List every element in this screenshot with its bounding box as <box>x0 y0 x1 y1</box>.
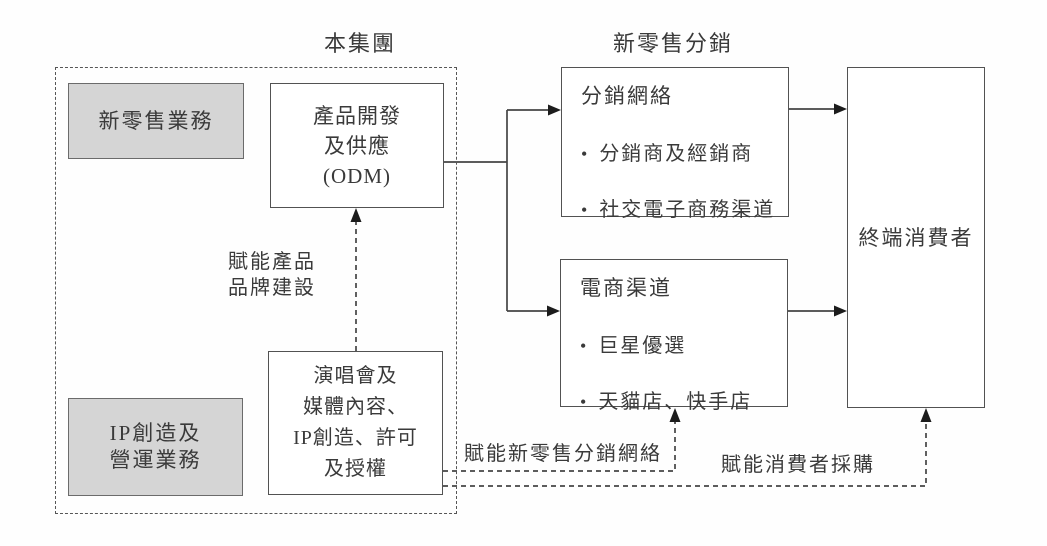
odm-box-line-1: 產品開發 <box>313 103 401 128</box>
list-item: • 分銷商及經銷商 <box>562 137 788 166</box>
odm-box-line-2: 及供應 <box>324 133 390 158</box>
segment-ip-creation-operation: IP創造及 營運業務 <box>68 398 243 496</box>
connector-empower-consumer <box>443 422 927 487</box>
ecommerce-channel-title: 電商渠道 <box>580 276 672 300</box>
list-item: • 天貓店、快手店 <box>561 385 787 414</box>
content-box-line-4: 及授權 <box>324 458 387 480</box>
bullet-dot: • <box>580 336 589 356</box>
arrowhead-ecommerce-to-consumer <box>834 305 847 317</box>
ecommerce-bullet-2: 天貓店、快手店 <box>598 391 753 413</box>
distribution-network-box: 分銷網絡 • 分銷商及經銷商 • 社交電子商務渠道 <box>561 67 789 221</box>
new-retail-distribution-section-title: 新零售分銷 <box>612 31 733 56</box>
content-creation-box: 演唱會及 媒體內容、 IP創造、許可 及授權 <box>268 351 443 495</box>
arrowhead-empower-distribution <box>669 408 681 422</box>
bullet-dot: • <box>580 392 589 412</box>
segment-ip-line-1: IP創造及 <box>109 421 202 445</box>
empower-brand-line-2: 品牌建設 <box>228 277 316 299</box>
content-box-line-3: IP創造、許可 <box>293 427 418 449</box>
group-section-title: 本集團 <box>323 31 396 56</box>
arrowhead-network-to-consumer <box>834 103 847 115</box>
arrowhead-content-to-odm <box>350 208 362 222</box>
distribution-network-title: 分銷網絡 <box>581 84 673 108</box>
end-consumer-box: 終端消費者 <box>847 67 985 408</box>
group-dashed-container <box>55 67 457 514</box>
distribution-network-bullet-2: 社交電子商務渠道 <box>599 199 776 221</box>
empower-brand-line-1: 賦能產品 <box>228 251 316 273</box>
arrowhead-to-ecommerce <box>547 305 560 317</box>
empower-consumer-label: 賦能消費者採購 <box>721 454 875 476</box>
arrowhead-empower-consumer <box>920 408 932 422</box>
arrowhead-to-network <box>548 104 561 116</box>
segment-new-retail-business: 新零售業務 <box>68 83 244 159</box>
ecommerce-bullet-1: 巨星優選 <box>598 335 687 357</box>
empower-brand-label: 賦能產品 品牌建設 <box>216 249 328 301</box>
content-box-line-2: 媒體內容、 <box>303 396 408 418</box>
list-item: • 巨星優選 <box>561 329 787 358</box>
ecommerce-channel-box: 電商渠道 • 巨星優選 • 天貓店、快手店 <box>560 259 788 413</box>
connector-empower-distribution <box>443 422 676 472</box>
content-box-line-1: 演唱會及 <box>313 365 398 387</box>
odm-box-line-3: (ODM) <box>323 163 391 188</box>
segment-new-retail-business-label: 新零售業務 <box>98 108 214 133</box>
empower-distribution-label: 賦能新零售分銷網絡 <box>464 443 662 465</box>
list-item: • 社交電子商務渠道 <box>562 193 788 222</box>
odm-box: 產品開發 及供應 (ODM) <box>270 83 444 208</box>
bullet-dot: • <box>581 144 590 164</box>
bullet-dot: • <box>581 200 590 220</box>
segment-ip-line-2: 營運業務 <box>109 448 202 472</box>
end-consumer-label: 終端消費者 <box>858 225 974 250</box>
distribution-network-bullet-1: 分銷商及經銷商 <box>599 143 754 165</box>
